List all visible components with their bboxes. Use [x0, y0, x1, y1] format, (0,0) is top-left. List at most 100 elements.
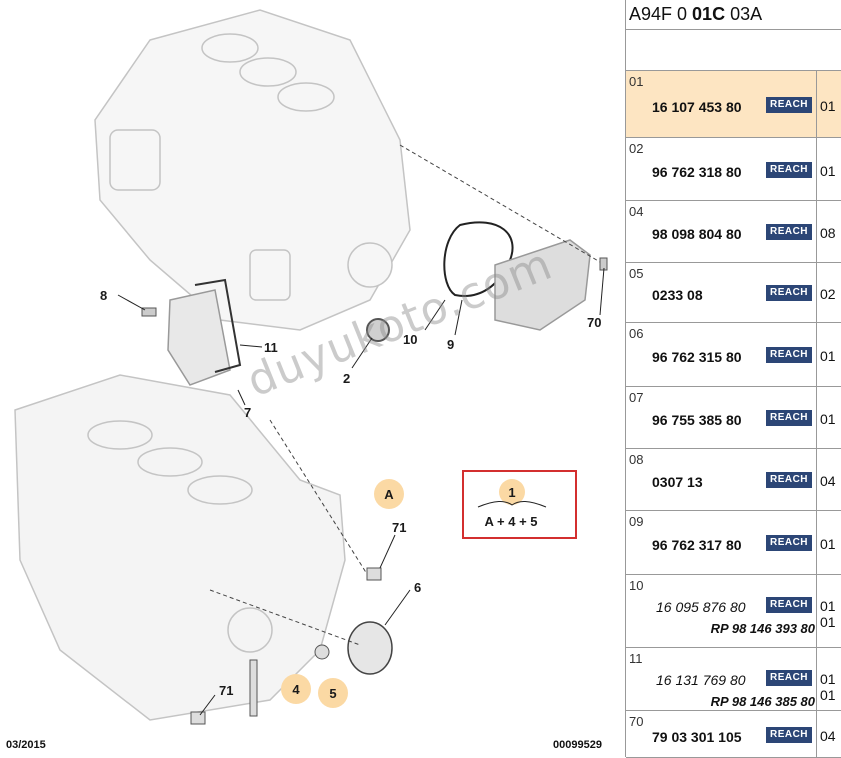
- header-bold: 01C: [692, 4, 726, 24]
- reach-badge: REACH: [766, 162, 812, 178]
- callout-2: 2: [343, 371, 350, 386]
- callout-10: 10: [403, 332, 417, 347]
- part-quantity: 01: [820, 598, 836, 614]
- callout-A-badge: [374, 479, 404, 509]
- formula-bottom: A + 4 + 5: [485, 514, 538, 529]
- formula-top: 1: [508, 485, 515, 500]
- leader-lines: [117, 267, 605, 716]
- part-reference[interactable]: 96 762 317 80: [652, 537, 742, 553]
- part-reference[interactable]: 0307 13: [652, 474, 703, 490]
- part-reference[interactable]: 16 107 453 80: [652, 99, 742, 115]
- part-reference[interactable]: 16 095 876 80: [656, 599, 746, 615]
- panel-header: A94F 0 01C 03A: [626, 0, 841, 30]
- oil-seal-housing: [167, 278, 242, 386]
- footer-code: 00099529: [553, 739, 602, 751]
- cover-gasket: [443, 221, 514, 297]
- callout-8: 8: [100, 288, 107, 303]
- part-quantity: 01: [820, 536, 836, 552]
- part-quantity: 02: [820, 286, 836, 302]
- part-quantity: 01: [820, 98, 836, 114]
- part-index: 05: [629, 266, 644, 281]
- engine-block-drawing: 8 11 2 7 10 9 70 71 6 71 A 4 5 1 A + 4 +…: [14, 9, 608, 725]
- replacement-reference[interactable]: RP 98 146 385 80: [710, 694, 815, 709]
- part-quantity-cell: 04: [816, 449, 841, 510]
- assembly-formula-box: 1 A + 4 + 5: [462, 470, 577, 539]
- part-quantity-cell: 01: [816, 387, 841, 448]
- callout-11: 11: [264, 340, 278, 355]
- part-index: 08: [629, 452, 644, 467]
- replacement-reference[interactable]: RP 98 146 393 80: [710, 621, 815, 636]
- callout-6: 6: [414, 580, 421, 595]
- part-index: 06: [629, 326, 644, 341]
- part-row[interactable]: 06 96 762 315 80 REACH 01: [626, 323, 841, 387]
- part-quantity: 01: [820, 411, 836, 427]
- screw-8: [141, 307, 157, 317]
- part-quantity-cell: 01: [816, 511, 841, 574]
- part-reference[interactable]: 98 098 804 80: [652, 226, 742, 242]
- reach-badge: REACH: [766, 670, 812, 686]
- dowel-lower: [190, 711, 206, 725]
- part-row[interactable]: 07 96 755 385 80 REACH 01: [626, 387, 841, 449]
- part-reference[interactable]: 96 762 318 80: [652, 164, 742, 180]
- callout-7: 7: [244, 405, 251, 420]
- part-quantity-2: 01: [820, 614, 836, 630]
- exploded-diagram: 8 11 2 7 10 9 70 71 6 71 A 4 5 1 A + 4 +…: [6, 9, 608, 751]
- reach-badge: REACH: [766, 224, 812, 240]
- callout-5: 5: [329, 686, 336, 701]
- callout-5-badge: [318, 678, 348, 708]
- footer-date: 03/2015: [6, 739, 46, 751]
- callout-4: 4: [292, 682, 300, 697]
- callout-71-upper: 71: [392, 520, 406, 535]
- part-quantity: 01: [820, 671, 836, 687]
- dowel-upper: [366, 567, 382, 581]
- reach-badge: REACH: [766, 597, 812, 613]
- reach-badge: REACH: [766, 472, 812, 488]
- upper-engine-block: [94, 9, 411, 331]
- lower-engine-block: [14, 374, 346, 721]
- part-row[interactable]: 08 0307 13 REACH 04: [626, 449, 841, 511]
- part-quantity: 08: [820, 225, 836, 241]
- part-index: 02: [629, 141, 644, 156]
- guide-lines: [209, 144, 601, 646]
- reach-badge: REACH: [766, 347, 812, 363]
- callout-A: A: [384, 487, 394, 502]
- parts-list-panel: A94F 0 01C 03A 01 16 107 453 80 REACH 01 02 9…: [625, 0, 841, 758]
- bolt-4: [249, 659, 258, 717]
- oil-seal: [366, 318, 390, 342]
- part-quantity-cell: 01: [816, 323, 841, 386]
- part-index: 11: [629, 651, 643, 666]
- header-prefix: A94F 0: [629, 4, 693, 24]
- part-quantity: 04: [820, 473, 836, 489]
- blanking-plug: [347, 621, 393, 675]
- part-quantity-2: 01: [820, 687, 836, 703]
- part-reference[interactable]: 79 03 301 105: [652, 729, 742, 745]
- header-suffix: 03A: [725, 4, 763, 24]
- part-quantity-cell: 01: [816, 138, 841, 200]
- part-index: 09: [629, 514, 644, 529]
- part-quantity-cell: 04: [816, 711, 841, 757]
- reach-badge: REACH: [766, 410, 812, 426]
- part-index: 07: [629, 390, 644, 405]
- parts-table: 01 16 107 453 80 REACH 01 02 96 762 318 80 REA…: [626, 71, 841, 758]
- part-quantity: 01: [820, 348, 836, 364]
- part-quantity: 01: [820, 163, 836, 179]
- part-reference[interactable]: 16 131 769 80: [656, 672, 746, 688]
- part-reference[interactable]: 96 755 385 80: [652, 412, 742, 428]
- part-row[interactable]: 02 96 762 318 80 REACH 01: [626, 138, 841, 201]
- part-reference[interactable]: 0233 08: [652, 287, 703, 303]
- highlighted-callouts: A 4 5: [281, 479, 404, 708]
- part-index: 01: [629, 74, 644, 89]
- callout-71-lower: 71: [219, 683, 233, 698]
- callout-70: 70: [587, 315, 601, 330]
- part-reference[interactable]: 96 762 315 80: [652, 349, 742, 365]
- part-index: 70: [629, 714, 644, 729]
